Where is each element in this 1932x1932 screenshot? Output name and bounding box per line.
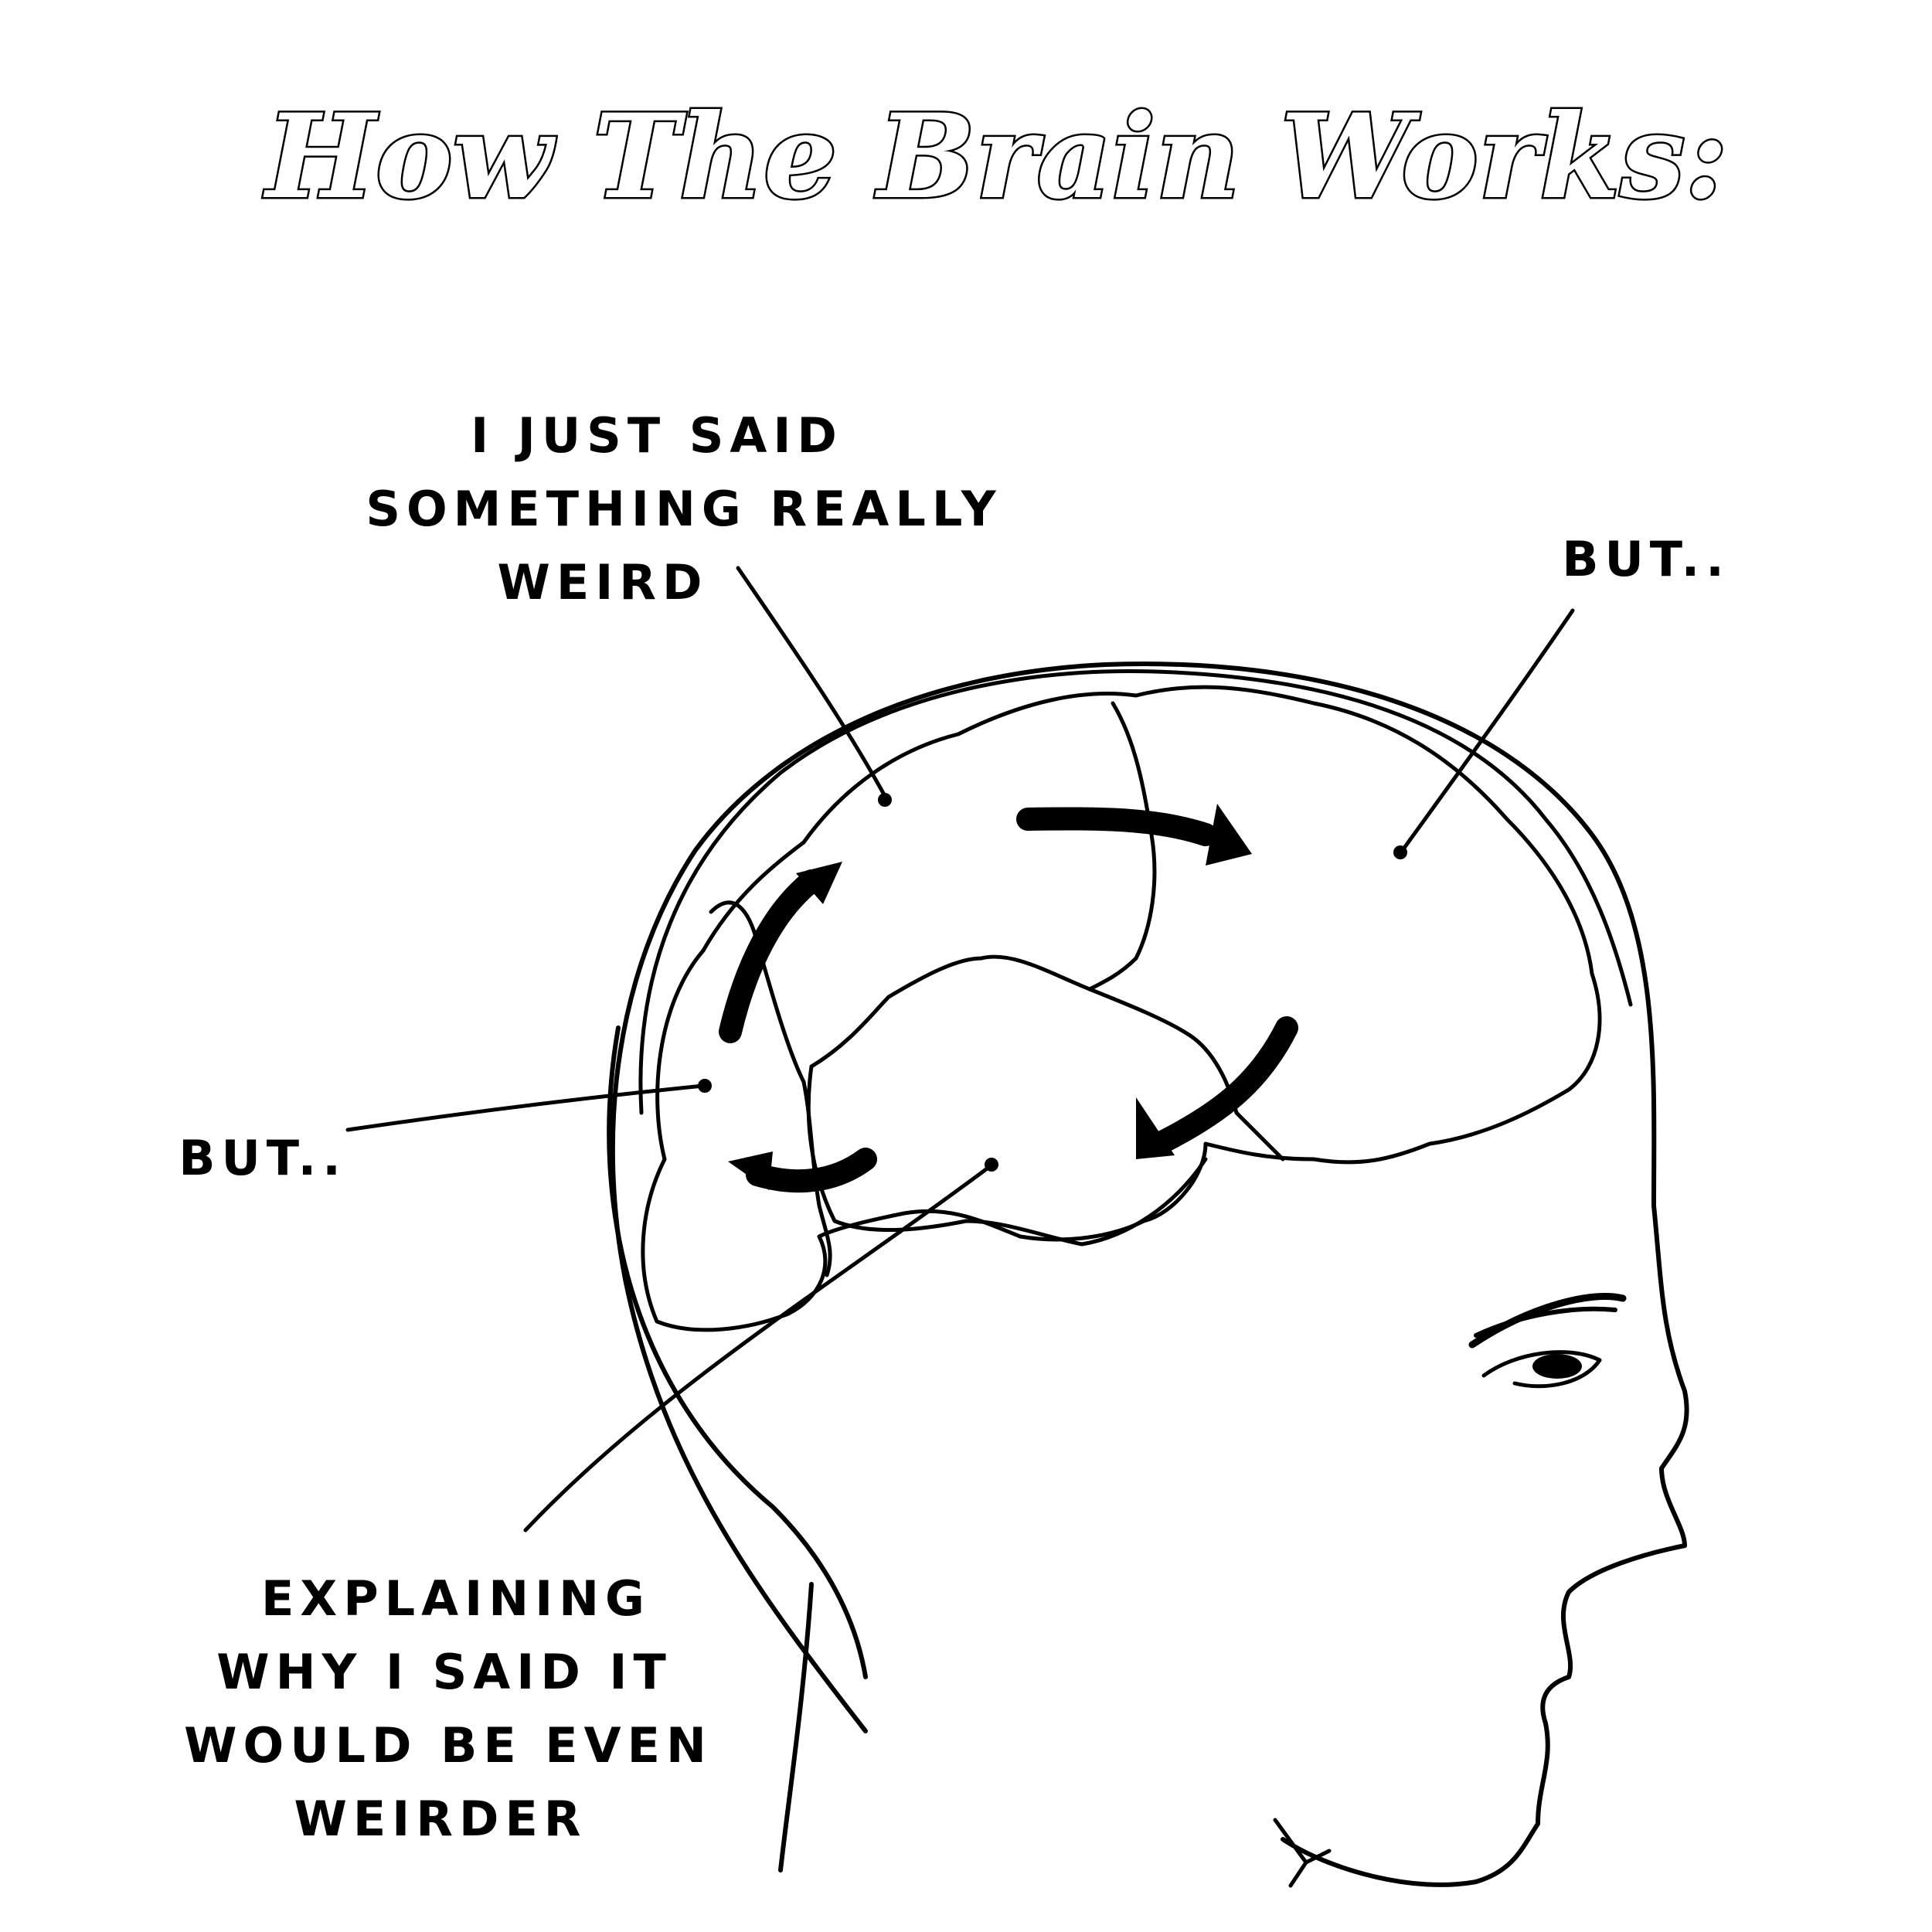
eyebrow (1468, 1293, 1627, 1349)
brain-outline (641, 685, 1602, 1332)
label-top-line2: SOMETHING REALLY (366, 481, 1002, 537)
eye-pupil (1532, 1354, 1582, 1379)
arrow-right-head (1136, 1097, 1175, 1159)
leader-line-bottom (523, 1165, 992, 1532)
brain-fold-occipital (709, 900, 832, 1277)
brain-fold-temporal-top (809, 954, 1285, 1162)
neck-line (607, 1026, 868, 1679)
leader-line-right (1400, 608, 1575, 852)
arrow-top (1016, 807, 1217, 846)
arrow-bottom (746, 1148, 877, 1193)
skull-inner-line (638, 669, 1633, 1115)
arrow-left (719, 869, 823, 1043)
leader-dot-top (878, 793, 892, 807)
label-left: BUT.. (179, 1130, 347, 1186)
label-bottom-line3: WOULD BE EVEN (184, 1717, 713, 1774)
leader-dot-left (698, 1079, 712, 1093)
arrow-right (1148, 1016, 1298, 1155)
leader-dot-right (1393, 845, 1407, 859)
page-title: How The Brain Works: (263, 89, 1728, 225)
label-right: BUT.. (1562, 531, 1730, 587)
leader-line-top (736, 566, 887, 798)
chin-mark (1273, 1818, 1332, 1888)
label-bottom-line4: WEIRDER (294, 1791, 587, 1847)
label-top-line1: I JUST SAID (471, 407, 843, 464)
arrow-top-head (1206, 804, 1252, 866)
brain-fold-frontal (1087, 701, 1157, 992)
label-top-line3: WEIRD (497, 554, 708, 611)
arrow-bottom-head (728, 1151, 773, 1190)
label-bottom-line2: WHY I SAID IT (216, 1644, 672, 1700)
neck-line-2 (778, 1582, 814, 1872)
eyebrow-2 (1474, 1306, 1617, 1338)
eye (1481, 1350, 1602, 1389)
label-bottom-line1: EXPLAINING (261, 1570, 651, 1627)
leader-dot-bottom (985, 1158, 998, 1172)
leader-line-left (345, 1083, 706, 1132)
arrow-left-head (796, 862, 842, 904)
head-outline (610, 662, 1689, 1887)
